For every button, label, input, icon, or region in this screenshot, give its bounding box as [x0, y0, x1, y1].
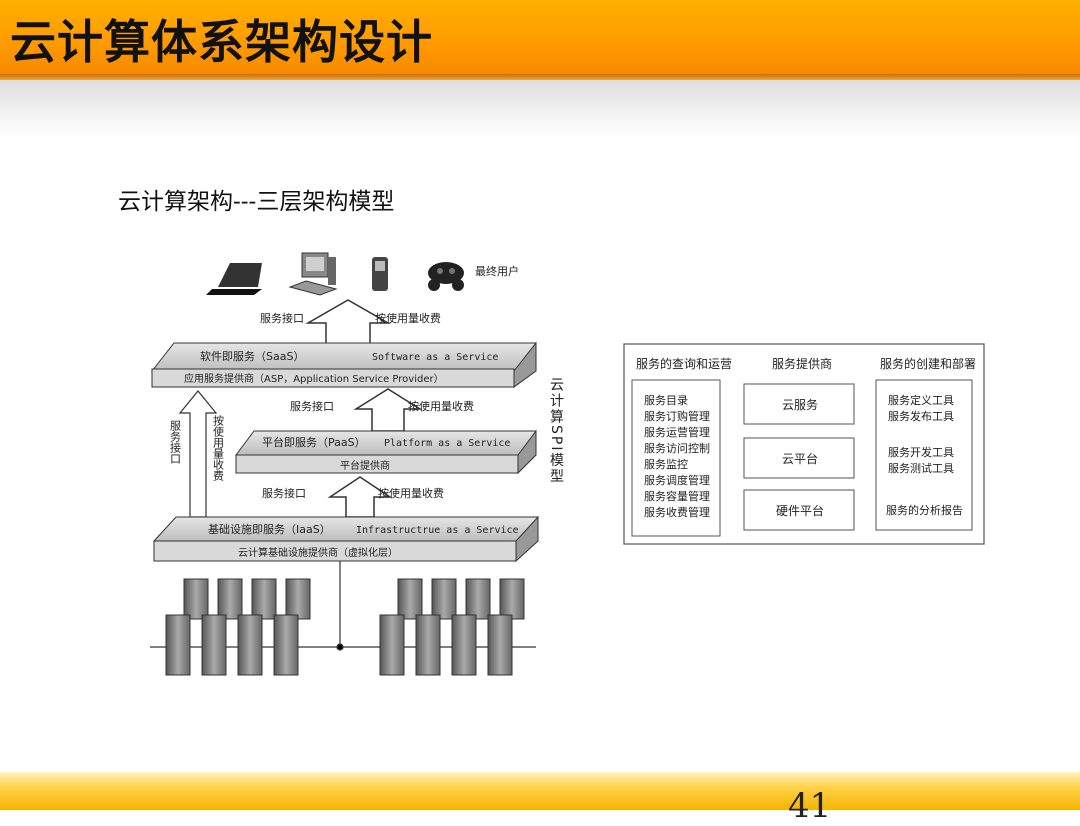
server-cluster-left: [165, 578, 311, 676]
header-bar: [0, 0, 1080, 74]
spi-model-diagram: 最终用户 服务接口 按使用量收费 软件即服务（SaaS） Software as…: [150, 252, 564, 676]
end-users-label: 最终用户: [475, 264, 519, 278]
mobile-phone-icon: [372, 257, 388, 291]
spi-side-label: 云计算SPI模型: [548, 377, 564, 484]
header-shadow: [0, 80, 1080, 138]
iaas-layer: [152, 515, 539, 563]
column-header-deployment: 服务的创建和部署: [880, 356, 976, 371]
iaas-provider-label: 云计算基础设施提供商（虚拟化层）: [238, 546, 398, 559]
column-header-operations: 服务的查询和运营: [636, 356, 732, 371]
iaas-title-cn: 基础设施即服务（IaaS）: [208, 523, 331, 536]
service-architecture-diagram: 服务的查询和运营 服务目录 服务订购管理 服务运营管理 服务访问控制 服务监控 …: [623, 343, 985, 545]
interface-up-arrow: [178, 390, 218, 518]
deployment-item: 服务定义工具: [888, 393, 954, 407]
paas-title-cn: 平台即服务（PaaS）: [262, 435, 366, 449]
saas-interface-label: 服务接口: [260, 312, 304, 325]
laptop-icon: [206, 263, 262, 295]
operations-item: 服务访问控制: [644, 441, 710, 455]
deployment-item: 服务测试工具: [888, 462, 954, 475]
operations-item: 服务目录: [644, 394, 688, 407]
column-header-provider: 服务提供商: [772, 356, 832, 371]
iaas-billing-label: 按使用量收费: [378, 486, 444, 500]
slide-subtitle: 云计算架构---三层架构模型: [118, 189, 395, 215]
game-controller-icon: [428, 262, 464, 291]
saas-provider-label: 应用服务提供商（ASP，Application Service Provider…: [184, 372, 444, 385]
deployment-item: 服务的分析报告: [886, 503, 963, 517]
paas-layer: [235, 429, 537, 475]
iaas-interface-label: 服务接口: [262, 487, 306, 500]
paas-provider-label: 平台提供商: [340, 459, 390, 472]
saas-layer: [150, 341, 537, 388]
provider-item-cloud-platform: 云平台: [782, 451, 818, 466]
iaas-up-arrow: [327, 476, 393, 518]
operations-item: 服务运营管理: [644, 425, 710, 439]
operations-item: 服务容量管理: [644, 489, 710, 503]
operations-item: 服务调度管理: [644, 473, 710, 487]
header-divider: [0, 74, 1080, 80]
operations-item: 服务收费管理: [644, 505, 710, 519]
provider-item-hardware-platform: 硬件平台: [776, 503, 824, 518]
server-cluster-right: [379, 578, 525, 676]
paas-interface-label: 服务接口: [290, 400, 334, 413]
page-number: 41: [788, 786, 832, 826]
paas-billing-label: 按使用量收费: [408, 399, 474, 413]
provider-item-cloud-service: 云服务: [782, 397, 818, 412]
saas-billing-label: 按使用量收费: [375, 311, 441, 325]
iaas-title-en: Infrastructrue as a Service: [356, 525, 519, 536]
right-arrow-label: 按使用量收费: [212, 414, 225, 482]
deployment-item: 服务发布工具: [888, 409, 954, 423]
saas-title-en: Software as a Service: [372, 352, 498, 363]
desktop-computer-icon: [288, 252, 338, 296]
paas-up-arrow: [353, 388, 423, 432]
left-arrow-label: 服务接口: [169, 420, 182, 464]
slide-title: 云计算体系架构设计: [10, 15, 433, 69]
saas-title-cn: 软件即服务（SaaS）: [200, 349, 304, 363]
deployment-item: 服务开发工具: [888, 445, 954, 459]
operations-item: 服务监控: [644, 457, 688, 471]
operations-item: 服务订购管理: [644, 409, 710, 423]
footer-bar: [0, 772, 1080, 810]
paas-title-en: Platform as a Service: [384, 438, 510, 449]
